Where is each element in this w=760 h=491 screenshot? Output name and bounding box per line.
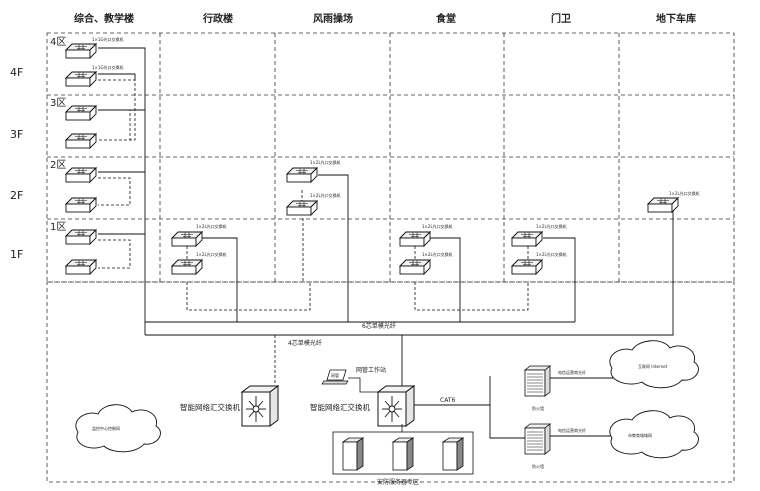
switch-label: 1×2L光口交换机 [196, 251, 227, 257]
firewall-bottom-label: 防火墙 [532, 463, 544, 469]
cloud-left: 监控中心控制网 [75, 404, 161, 453]
column-header: 地下车库 [656, 12, 696, 25]
switch-label: 1×2L光口交换机 [422, 251, 453, 257]
switch-gate-a: 1×2L光口交换机 [511, 223, 567, 247]
switch-admin-a: 1×2L光口交换机 [171, 223, 227, 247]
column-header: 食堂 [435, 12, 456, 25]
floor-label: 3F [10, 128, 23, 141]
workstation-link [348, 377, 378, 393]
switch-teach-4b: 1×1G光口交换机 [65, 64, 124, 87]
core-switch-left: 智能网络汇交换机 [180, 385, 279, 427]
column-header: 门卫 [551, 12, 571, 25]
switch-canteen-a: 1×2L光口交换机 [399, 223, 453, 247]
switch-label: 1×2L光口交换机 [536, 251, 567, 257]
core-area-frame [46, 281, 735, 483]
firewall-top: 防火墙 [524, 365, 551, 411]
cloud-right-bottom: 市教育城域网 [609, 410, 699, 459]
floor-labels: 4F 3F 2F 1F [10, 66, 23, 261]
switch-label: 1×2L光口交换机 [310, 192, 341, 198]
isp-fiber-label-1: 电信运营商光纤 [558, 369, 586, 375]
floor-label: 4F [10, 66, 23, 79]
fiber-4-label: 4芯单模光纤 [288, 339, 322, 347]
core-switch-left-label: 智能网络汇交换机 [180, 402, 240, 412]
switch-teach-4a: 1×1G光口交换机 [65, 36, 124, 59]
floor-label: 1F [10, 248, 23, 261]
server-area-label: 安防服务器专区 [377, 478, 419, 486]
column-header: 行政楼 [202, 12, 233, 25]
fiber-6-label: 6芯单模光纤 [362, 322, 396, 330]
core-switch-center-label: 智能网络汇交换机 [310, 402, 370, 412]
switch-teach-3b [65, 133, 97, 149]
switch-canteen-b: 1×2L光口交换机 [399, 251, 453, 275]
zone-label: 4区 [50, 36, 66, 48]
floor-label: 2F [10, 189, 23, 202]
switch-admin-b: 1×2L光口交换机 [171, 251, 227, 275]
zone-labels: 4区 3区 2区 1区 [50, 36, 66, 233]
core-switch-center: 智能网络汇交换机 [310, 385, 415, 427]
workstation-label: 网管工作站 [356, 366, 386, 374]
uplink-lines [98, 47, 674, 388]
firewall-top-label: 防火墙 [532, 405, 544, 411]
zone-label: 1区 [50, 221, 66, 233]
switch-label: 1×2L光口交换机 [669, 190, 700, 196]
isp-fiber-label-2: 电信运营商光纤 [558, 427, 586, 433]
switch-sport-b: 1×2L光口交换机 [286, 192, 341, 216]
cloud-right-top-label: 互联网 Internet [638, 363, 668, 369]
switch-label: 1×2L光口交换机 [196, 223, 227, 229]
building-grid [46, 32, 735, 283]
zone-label: 2区 [50, 159, 66, 171]
column-header: 风雨操场 [313, 12, 353, 25]
switch-label: 1×2L光口交换机 [536, 223, 567, 229]
zone-label: 3区 [50, 97, 66, 109]
switch-label: 1×2L光口交换机 [422, 223, 453, 229]
switch-teach-2a [65, 167, 97, 183]
server-area: 安防服务器专区 [332, 424, 474, 486]
cloud-right-bottom-label: 市教育城域网 [628, 432, 652, 438]
switch-label: 1×1G光口交换机 [92, 36, 124, 42]
switch-sport-a: 1×2L光口交换机 [286, 159, 341, 183]
switch-label: 1×1G光口交换机 [92, 64, 124, 70]
switch-teach-1b [65, 259, 97, 275]
column-headers: 综合、教学楼 行政楼 风雨操场 食堂 门卫 地下车库 [74, 12, 696, 25]
firewall-links [489, 376, 525, 439]
switch-teach-3a [65, 105, 97, 121]
column-header: 综合、教学楼 [74, 12, 134, 25]
firewall-bottom: 防火墙 [524, 423, 551, 469]
cloud-left-label: 监控中心控制网 [92, 425, 120, 431]
switch-teach-1a [65, 229, 97, 245]
workstation-screen-label: 网管 [331, 372, 339, 378]
workstation: 网管 网管工作站 [321, 366, 386, 385]
switch-garage: 1×2L光口交换机 [647, 190, 700, 213]
cloud-right-top: 互联网 Internet [609, 340, 699, 389]
switch-teach-2b [65, 197, 97, 213]
switch-label: 1×2L光口交换机 [310, 159, 341, 165]
switch-gate-b: 1×2L光口交换机 [511, 251, 567, 275]
cat6-label: CAT6 [440, 397, 455, 404]
